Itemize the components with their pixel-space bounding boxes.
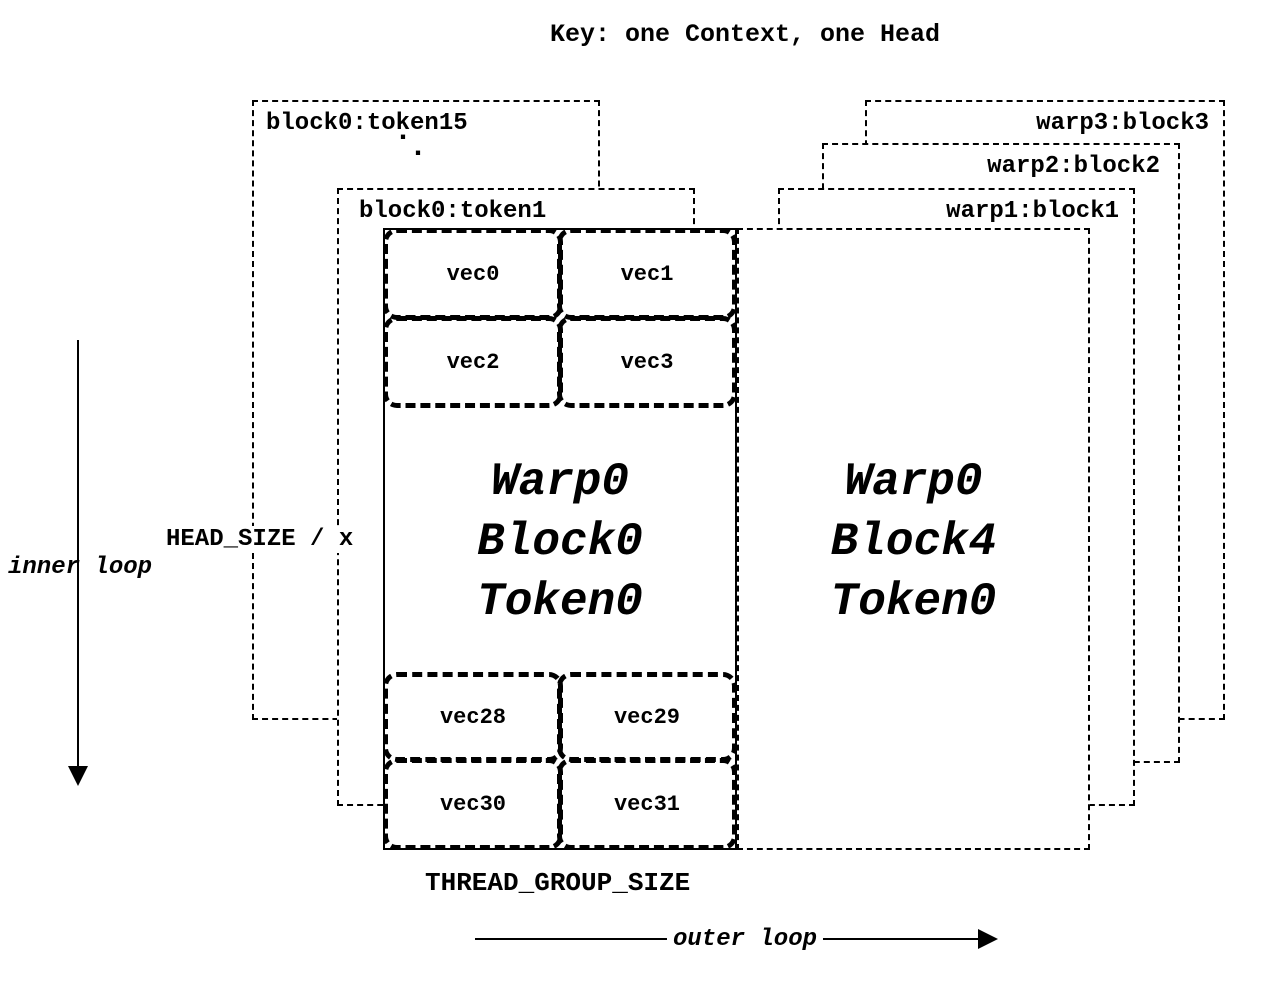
warp0-block0-line2: Block0 [477, 516, 643, 568]
inner-loop-arrowhead [68, 766, 88, 786]
vec0-label: vec0 [446, 261, 500, 287]
warp0-block0-line3: Token0 [477, 576, 643, 628]
vec30-label: vec30 [439, 791, 506, 817]
warp1-block1-label: warp1:block1 [946, 198, 1119, 225]
ellipsis-dot: · [409, 137, 428, 171]
warp0-block4-box: Warp0 Block4 Token0 [737, 228, 1090, 850]
warp0-block4-label: Warp0 Block4 Token0 [739, 452, 1088, 632]
warp3-block3-label: warp3:block3 [1036, 110, 1209, 137]
inner-loop-label: inner loop [8, 554, 153, 581]
diagram-title: Key: one Context, one Head [549, 20, 941, 49]
inner-loop-arrow [77, 340, 79, 770]
vec29-label: vec29 [613, 704, 680, 730]
vec2-cell: vec2 [383, 316, 563, 408]
vec31-cell: vec31 [557, 758, 737, 850]
vec3-label: vec3 [620, 349, 674, 375]
vec28-label: vec28 [439, 704, 506, 730]
thread-group-size-label: THREAD_GROUP_SIZE [425, 868, 691, 898]
ellipsis-dot: · [394, 121, 413, 155]
vec29-cell: vec29 [557, 672, 737, 762]
vec2-label: vec2 [446, 349, 500, 375]
outer-loop-arrowhead [978, 929, 998, 949]
vec28-cell: vec28 [383, 672, 563, 762]
warp0-block0-box: vec0 vec1 vec2 vec3 Warp0 Block0 Token0 … [383, 228, 737, 850]
warp0-block4-line3: Token0 [830, 576, 997, 628]
warp2-block2-label: warp2:block2 [987, 153, 1160, 180]
vec31-label: vec31 [613, 791, 680, 817]
warp0-block4-line2: Block4 [830, 516, 997, 568]
outer-loop-label: outer loop [666, 926, 824, 953]
vec1-cell: vec1 [557, 228, 737, 320]
warp0-block4-line1: Warp0 [844, 456, 983, 508]
vec30-cell: vec30 [383, 758, 563, 850]
warp0-block0-line1: Warp0 [490, 456, 630, 508]
vec1-label: vec1 [620, 261, 674, 287]
vec0-cell: vec0 [383, 228, 563, 320]
warp0-block0-label: Warp0 Block0 Token0 [385, 452, 735, 632]
head-size-label: HEAD_SIZE / x [160, 526, 360, 553]
block0-token15-label: block0:token15 [266, 110, 468, 137]
vec3-cell: vec3 [557, 316, 737, 408]
block0-token1-label: block0:token1 [359, 198, 547, 225]
